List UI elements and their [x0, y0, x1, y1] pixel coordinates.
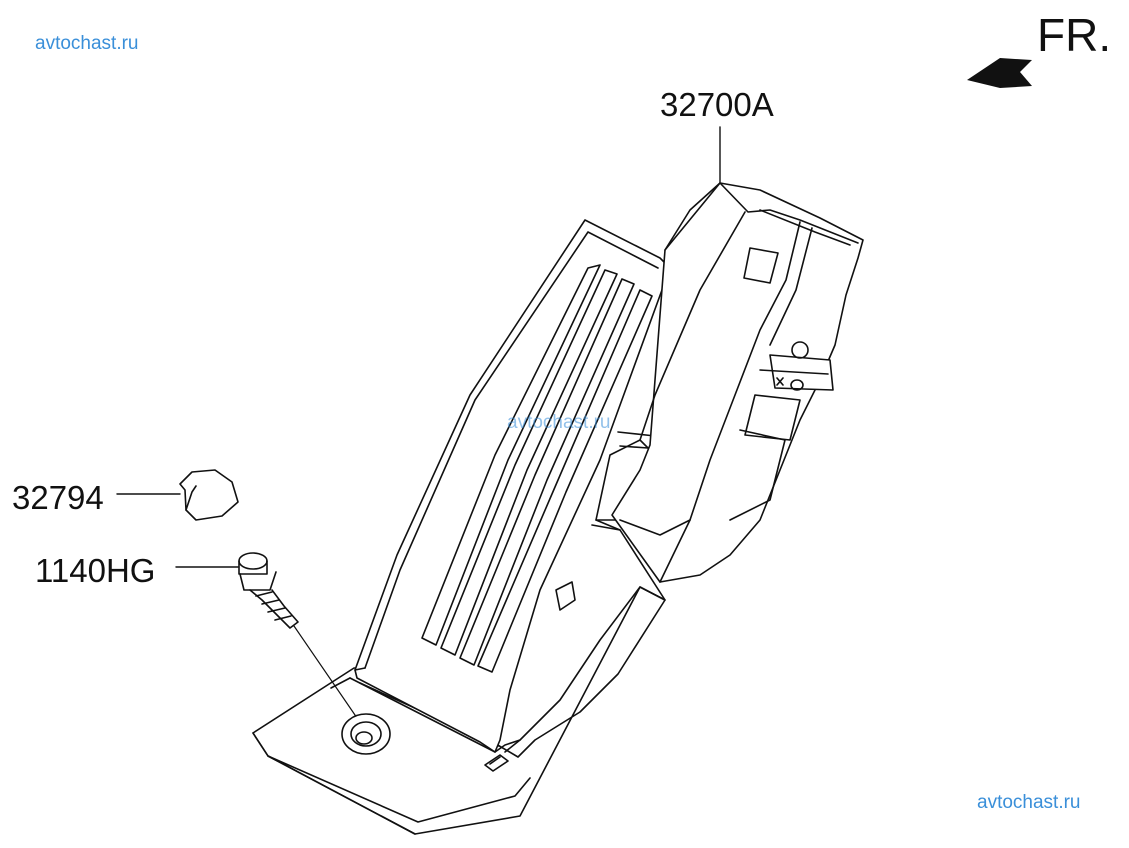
part-number-32794: 32794 — [12, 479, 104, 516]
pedal-base-plate — [252, 586, 666, 835]
bolt-1140hg — [238, 552, 356, 716]
watermark-center: avtochast.ru — [507, 412, 611, 433]
watermark-top-left: avtochast.ru — [35, 33, 139, 54]
direction-label: FR. — [1037, 9, 1112, 61]
part-number-32700a: 32700A — [660, 86, 774, 123]
part-number-1140hg: 1140HG — [35, 552, 156, 589]
watermark-bottom-right: avtochast.ru — [977, 792, 1081, 813]
sensor-housing — [611, 182, 864, 583]
arrow-left-icon — [967, 58, 1032, 88]
pedal-arm — [504, 431, 666, 753]
pedal-pad — [354, 219, 671, 753]
cap-32794 — [179, 469, 239, 521]
leader-lines — [116, 126, 721, 568]
